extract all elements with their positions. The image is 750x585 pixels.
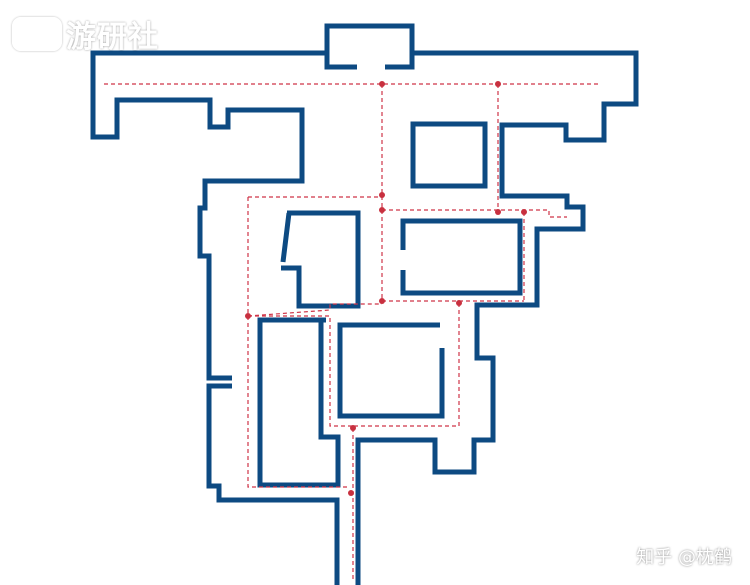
route-nodes	[245, 81, 527, 496]
wall-right-room	[400, 218, 523, 296]
route-paths	[104, 83, 600, 580]
wall-left-room	[280, 210, 361, 309]
wall-outer-perimeter	[90, 50, 639, 585]
wall-lower-left-room	[257, 317, 341, 488]
wall-lower-center-room	[337, 322, 445, 419]
watermark-logo: 游研社	[12, 12, 159, 56]
wall-upper-room	[410, 121, 488, 189]
gamepad-icon	[12, 17, 62, 51]
watermark-logo-text: 游研社	[66, 20, 159, 55]
watermark-author: 知乎 @枕鹤	[636, 547, 732, 568]
wall-top-room	[324, 23, 415, 70]
